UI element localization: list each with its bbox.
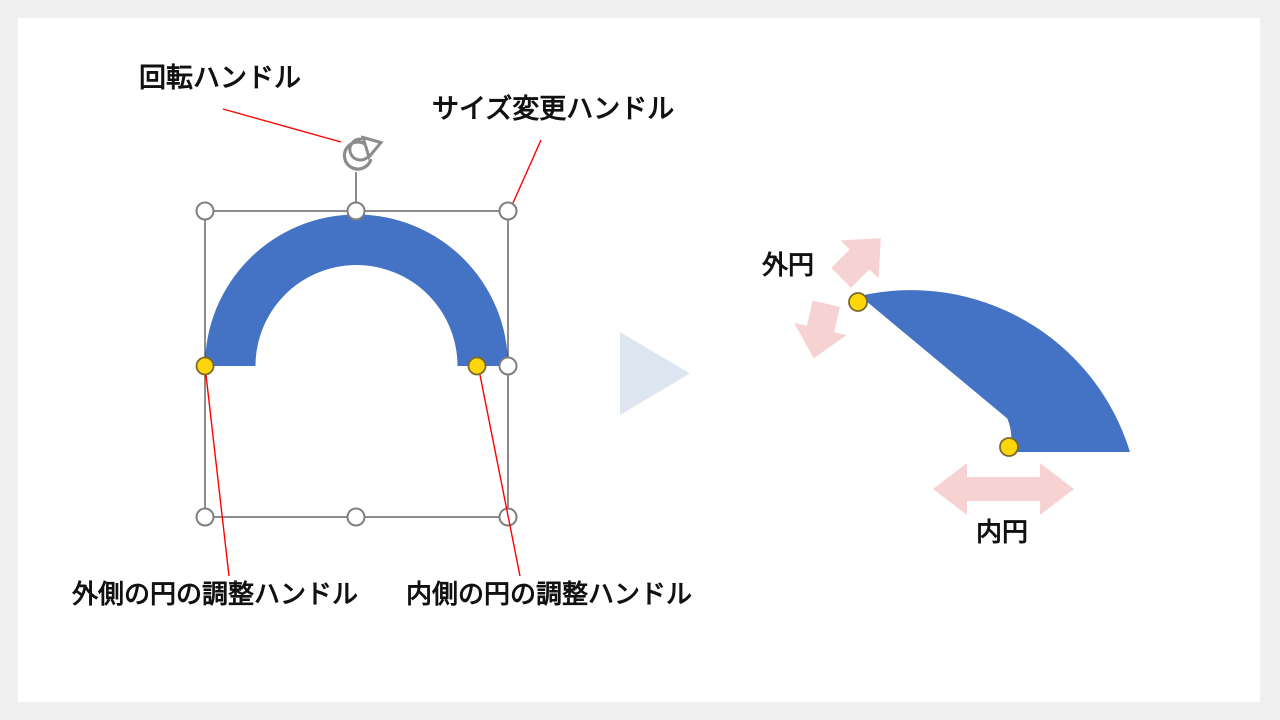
outer-radius-adjust-handle-right[interactable] — [848, 292, 868, 312]
inner-radius-adjust-handle-right[interactable] — [999, 437, 1019, 457]
leader-line-inner-handle — [479, 374, 521, 577]
outer-radius-arrow-up-icon — [831, 238, 881, 288]
blue-arc-shape[interactable] — [205, 214, 508, 367]
label-inner-circle: 内円 — [976, 517, 1029, 547]
handle-bottom-left[interactable] — [195, 507, 215, 527]
label-outer-circle-handle: 外側の円の調整ハンドル — [72, 579, 359, 609]
inner-radius-arrow-icon — [933, 463, 1074, 515]
outer-radius-arrow-down-icon — [794, 300, 847, 359]
sizing-handle-group[interactable] — [195, 201, 518, 527]
transition-triangle — [620, 332, 690, 415]
label-outer-circle: 外円 — [762, 250, 815, 280]
outer-radius-adjust-handle-left[interactable] — [195, 356, 215, 376]
blue-sector-shape[interactable] — [859, 290, 1130, 452]
leader-line-outer-handle — [205, 374, 230, 577]
handle-top-center[interactable] — [346, 201, 366, 221]
handle-bottom-center[interactable] — [346, 507, 366, 527]
leader-line-resize — [512, 139, 542, 204]
handle-top-left[interactable] — [195, 201, 215, 221]
rotation-handle-icon[interactable] — [342, 135, 384, 171]
inner-radius-adjust-handle-left[interactable] — [467, 356, 487, 376]
leader-line-rotate — [222, 108, 342, 143]
handle-top-right[interactable] — [498, 201, 518, 221]
label-inner-circle-handle: 内側の円の調整ハンドル — [406, 579, 693, 609]
label-resize-handle: サイズ変更ハンドル — [432, 94, 675, 124]
handle-middle-right[interactable] — [498, 356, 518, 376]
label-rotate-handle: 回転ハンドル — [139, 63, 301, 93]
